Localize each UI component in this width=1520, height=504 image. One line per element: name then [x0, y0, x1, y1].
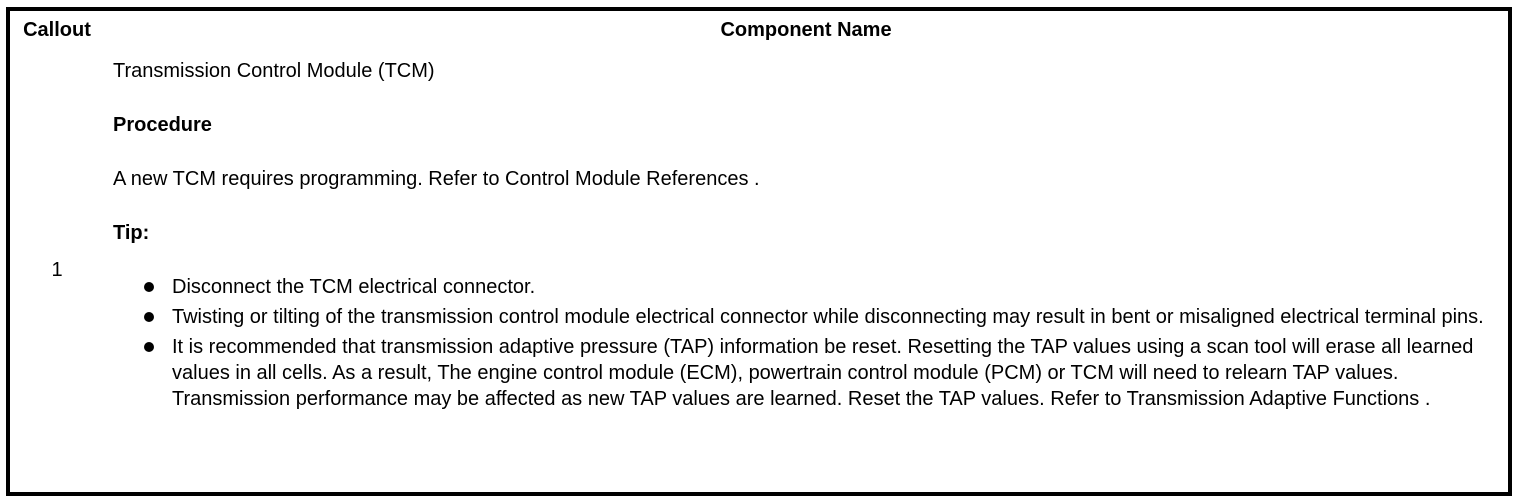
component-name-cell: Transmission Control Module (TCM) Proced…	[104, 49, 1510, 494]
tip-text: It is recommended that transmission adap…	[172, 336, 1474, 410]
component-title: Transmission Control Module (TCM)	[113, 60, 435, 82]
bullet-icon	[144, 312, 154, 322]
procedure-text: A new TCM requires programming. Refer to…	[113, 168, 760, 190]
tip-text: Disconnect the TCM electrical connector.	[172, 276, 536, 298]
tip-label: Tip:	[113, 222, 150, 244]
callout-number: 1	[51, 259, 63, 281]
list-item: It is recommended that transmission adap…	[113, 334, 1494, 412]
bullet-icon	[144, 282, 154, 292]
list-item: Twisting or tilting of the transmission …	[113, 304, 1494, 330]
list-item: Disconnect the TCM electrical connector.	[113, 274, 1494, 300]
table-row: 1 Transmission Control Module (TCM) Proc…	[8, 49, 1510, 494]
component-name-column-header: Component Name	[720, 18, 892, 41]
component-callout-table: Callout Component Name 1 Transmission Co…	[6, 7, 1512, 496]
table-header-row: Callout Component Name	[8, 9, 1510, 49]
tip-text: Twisting or tilting of the transmission …	[172, 306, 1484, 328]
tip-list: Disconnect the TCM electrical connector.…	[113, 274, 1494, 412]
callout-column-header: Callout	[23, 18, 91, 41]
bullet-icon	[144, 342, 154, 352]
procedure-label: Procedure	[113, 114, 212, 136]
